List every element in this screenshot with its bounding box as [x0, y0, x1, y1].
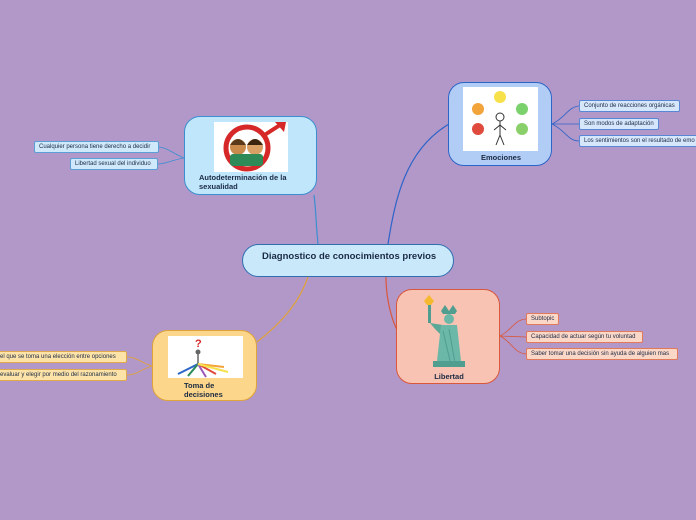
link-auto-sub-1 [158, 146, 185, 159]
link-central-toma [256, 276, 309, 343]
topic-libertad[interactable]: Libertad [396, 289, 500, 384]
link-central-autodeterminacion [313, 194, 319, 245]
topic-autodeterminacion[interactable]: Autodeterminación de la sexualidad [184, 116, 317, 195]
topic-emociones-label: Emociones [480, 153, 521, 162]
subtopic-emo-1[interactable]: Conjunto de reacciones orgánicas [579, 100, 680, 112]
subtopic-lib-3[interactable]: Saber tomar una decisión sin ayuda de al… [526, 348, 678, 360]
link-central-libertad [385, 276, 398, 331]
topic-autodeterminacion-label: Autodeterminación de la sexualidad [199, 173, 287, 191]
link-lib-sub-3 [499, 335, 527, 355]
subtopic-auto-1[interactable]: Cualquier persona tiene derecho a decidi… [34, 141, 159, 153]
topic-emociones[interactable]: Emociones [448, 82, 552, 166]
emotion-faces-icon [463, 87, 538, 151]
subtopic-emo-3[interactable]: Los sentimientos son el resultado de emo [579, 135, 696, 147]
topic-toma-label: Toma de decisiones [184, 381, 223, 399]
topic-libertad-label: Libertad [434, 372, 464, 381]
crossroads-arrows-icon: ? [168, 336, 243, 378]
svg-text:?: ? [195, 338, 202, 350]
central-topic-title: Diagnostico de conocimientos previos [262, 251, 437, 262]
subtopic-emo-2[interactable]: Son modos de adaptación [579, 118, 659, 130]
link-emo-sub-1 [551, 105, 580, 125]
link-emo-sub-3 [551, 123, 580, 142]
link-auto-sub-2 [157, 157, 185, 165]
subtopic-lib-1[interactable]: Subtopic [526, 313, 559, 325]
subtopic-toma-2[interactable]: evaluar y elegir por medio del razonamie… [0, 369, 127, 381]
central-topic[interactable]: Diagnostico de conocimientos previos [242, 244, 454, 277]
statue-of-liberty-icon [421, 295, 473, 370]
subtopic-toma-1[interactable]: el que se toma una elección entre opcion… [0, 351, 127, 363]
link-lib-sub-1 [499, 318, 527, 337]
topic-toma-decisiones[interactable]: ? Toma de decisiones [152, 330, 257, 401]
couple-gender-symbol-icon [214, 122, 288, 172]
link-toma-sub-1 [126, 356, 153, 367]
link-lib-sub-2 [499, 335, 527, 338]
subtopic-auto-2[interactable]: Libertad sexual del individuo [70, 158, 158, 170]
subtopic-lib-2[interactable]: Capacidad de actuar según tu voluntad [526, 331, 643, 343]
link-central-emociones [387, 123, 450, 245]
link-toma-sub-2 [126, 365, 153, 376]
